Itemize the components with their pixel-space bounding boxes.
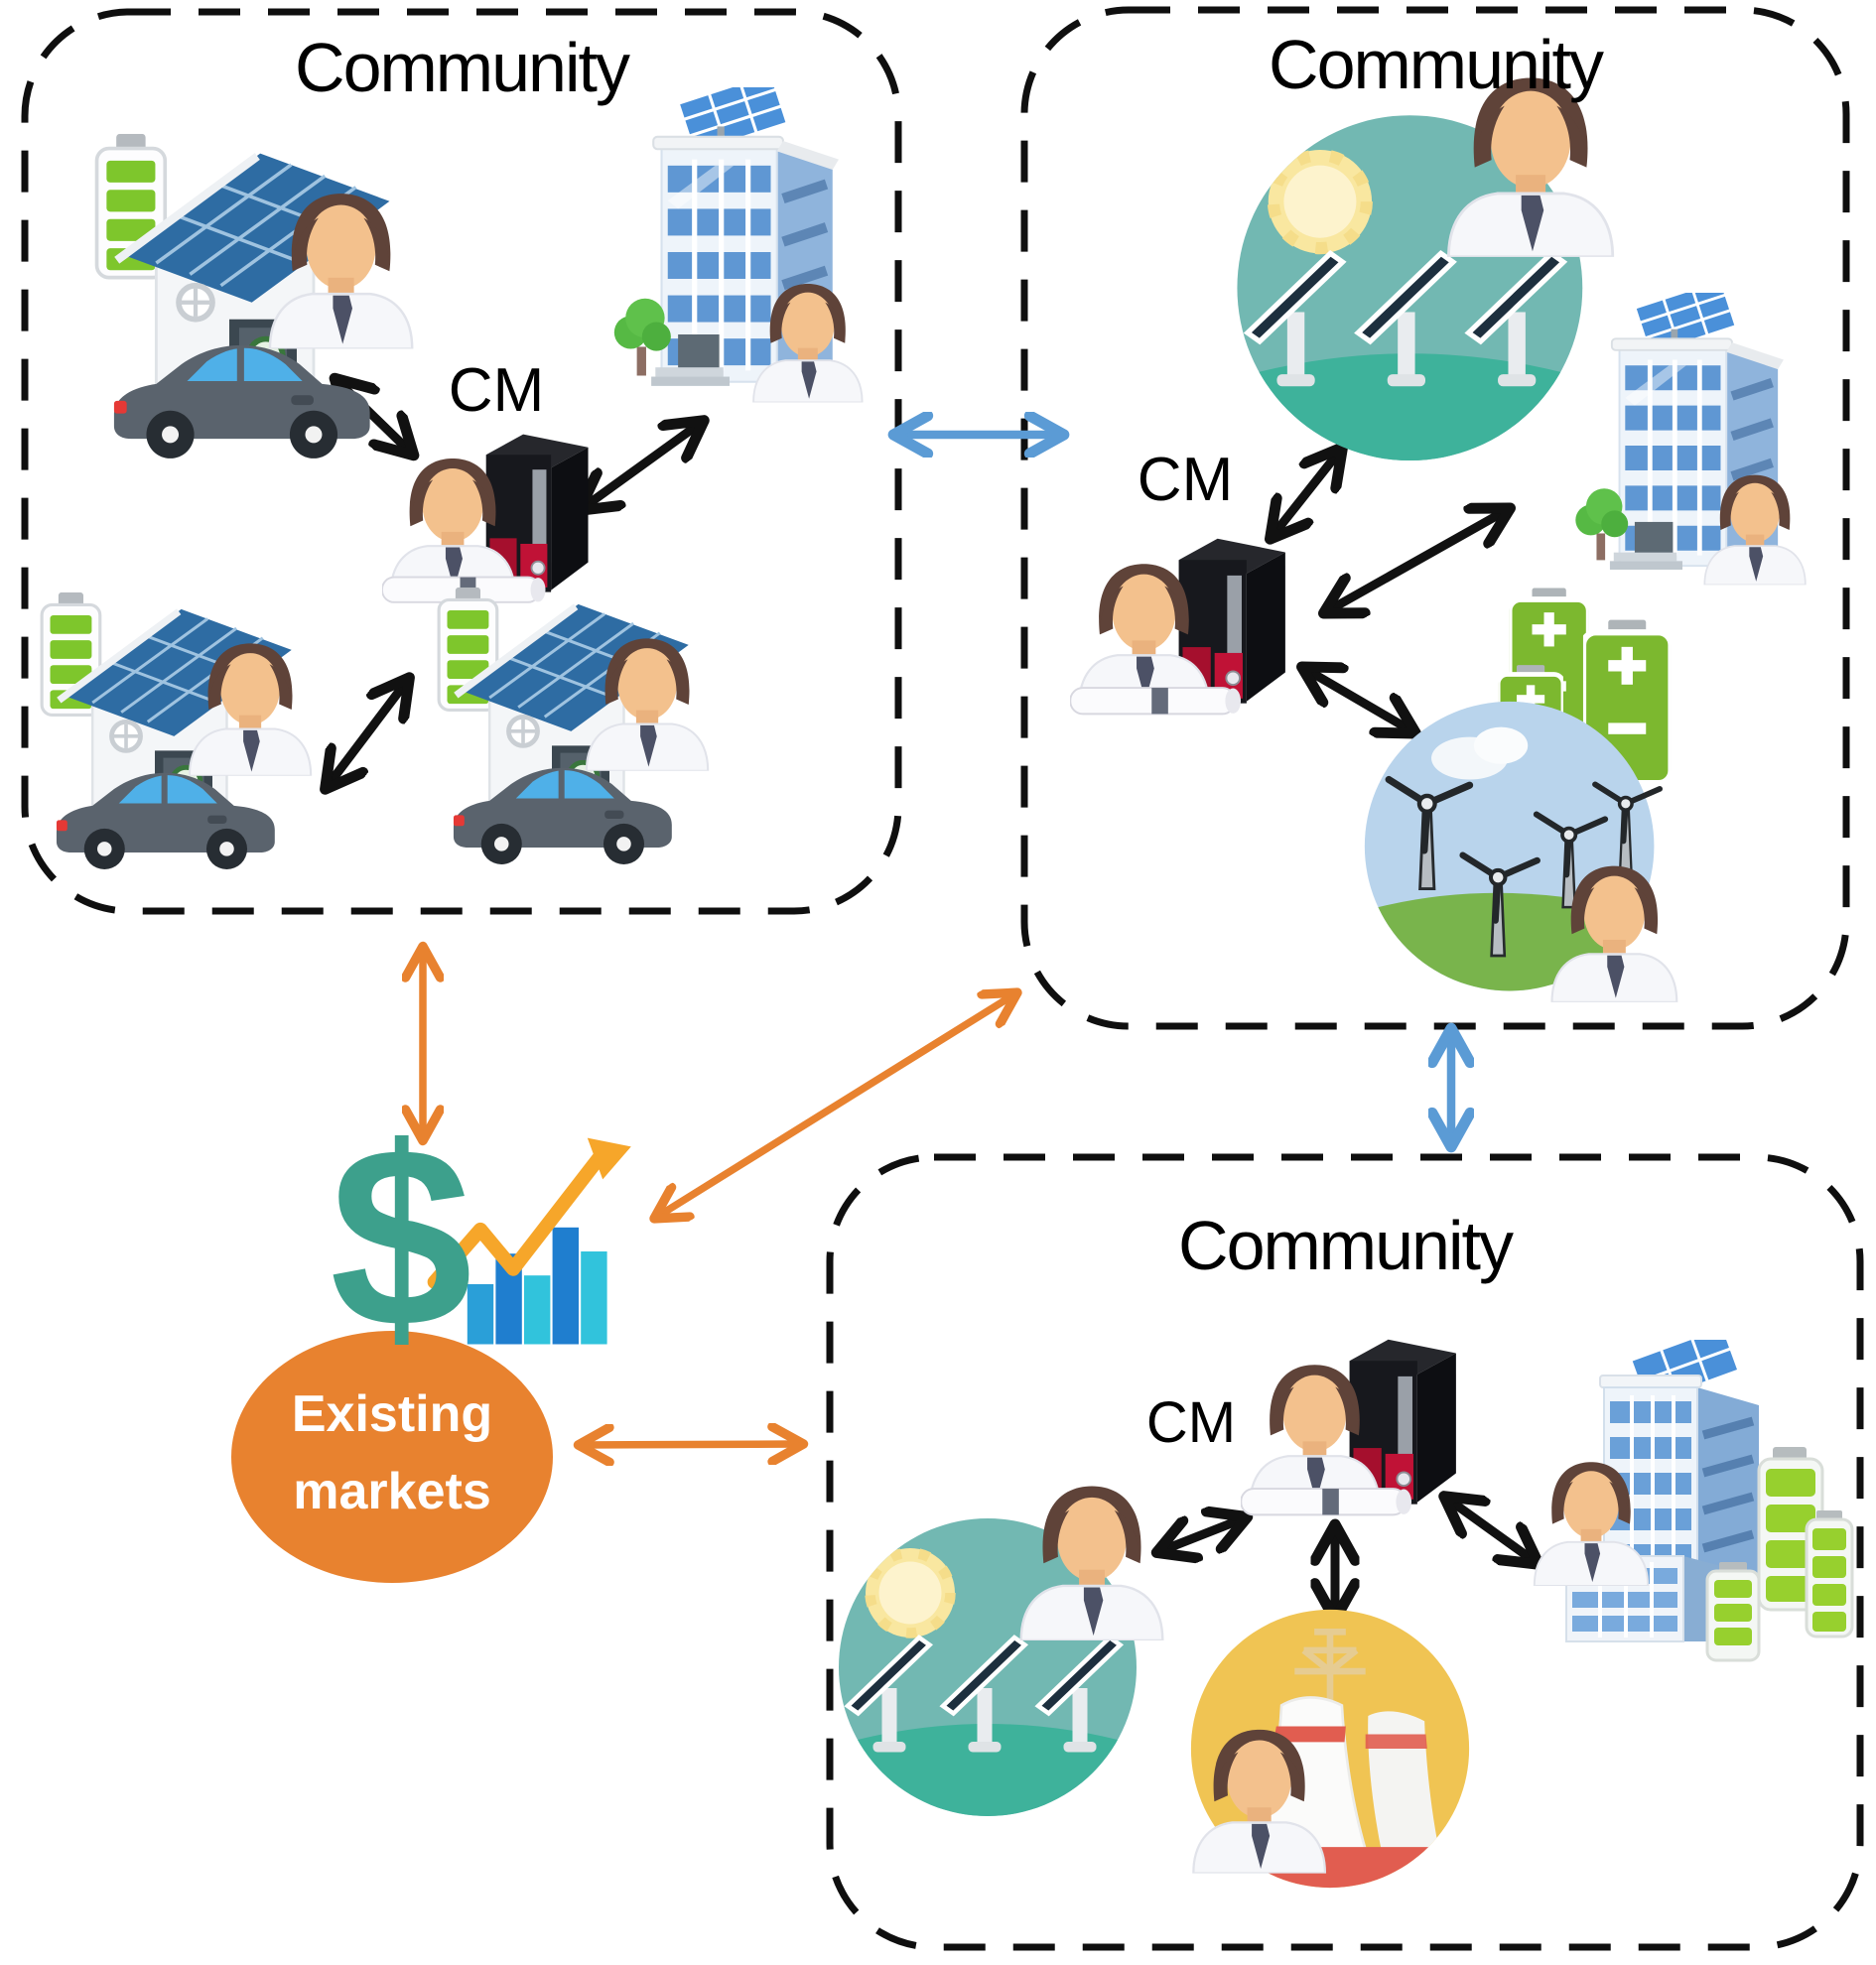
arrow-cm2-windfarm bbox=[1305, 669, 1412, 731]
community-box-bottom bbox=[826, 1153, 1864, 1951]
orange-arrow-community2-markets bbox=[657, 994, 1014, 1217]
arrow-cm2-solarfarm bbox=[1273, 451, 1340, 536]
arrow-cm3-buildings bbox=[1447, 1499, 1536, 1562]
house-solar-battery-ev-icon bbox=[439, 588, 708, 864]
community-title-top-right: Community bbox=[1269, 26, 1604, 103]
existing-markets-circle bbox=[231, 1331, 553, 1583]
office-building-solar-icon bbox=[1575, 279, 1806, 585]
power-plant-icon bbox=[1179, 1610, 1481, 1902]
money-chart-icon bbox=[330, 1094, 631, 1380]
wind-farm-battery-icon bbox=[1362, 589, 1676, 1002]
office-building-solar-icon bbox=[614, 72, 863, 402]
house-solar-battery-ev-icon bbox=[42, 592, 311, 869]
community-manager-icon bbox=[1241, 1340, 1456, 1515]
solar-farm-icon bbox=[839, 1486, 1162, 1822]
existing-markets-label: Existing markets bbox=[233, 1376, 551, 1530]
community-box-top-left bbox=[21, 8, 902, 915]
community-title-top-left: Community bbox=[295, 29, 630, 106]
arrow-cm1-building bbox=[583, 423, 701, 508]
arrow-cm1-house2 bbox=[328, 681, 407, 786]
arrow-cm2-building bbox=[1327, 510, 1507, 611]
community-title-bottom: Community bbox=[1178, 1207, 1514, 1284]
community-manager-icon bbox=[1070, 539, 1285, 715]
commercial-buildings-battery-icon bbox=[1535, 1326, 1852, 1660]
community-manager-icon bbox=[382, 435, 589, 602]
solar-farm-icon bbox=[1237, 78, 1612, 467]
cm-label-bottom: CM bbox=[1145, 1390, 1237, 1455]
existing-markets-line1: Existing bbox=[291, 1385, 493, 1443]
orange-arrow-community3-markets bbox=[582, 1444, 800, 1445]
cm-label-top-left: CM bbox=[448, 356, 545, 425]
existing-markets-line2: markets bbox=[293, 1463, 491, 1520]
arrow-cm3-solarfarm bbox=[1160, 1518, 1244, 1551]
cm-label-top-right: CM bbox=[1137, 446, 1234, 514]
house-solar-battery-ev-icon bbox=[97, 134, 413, 458]
